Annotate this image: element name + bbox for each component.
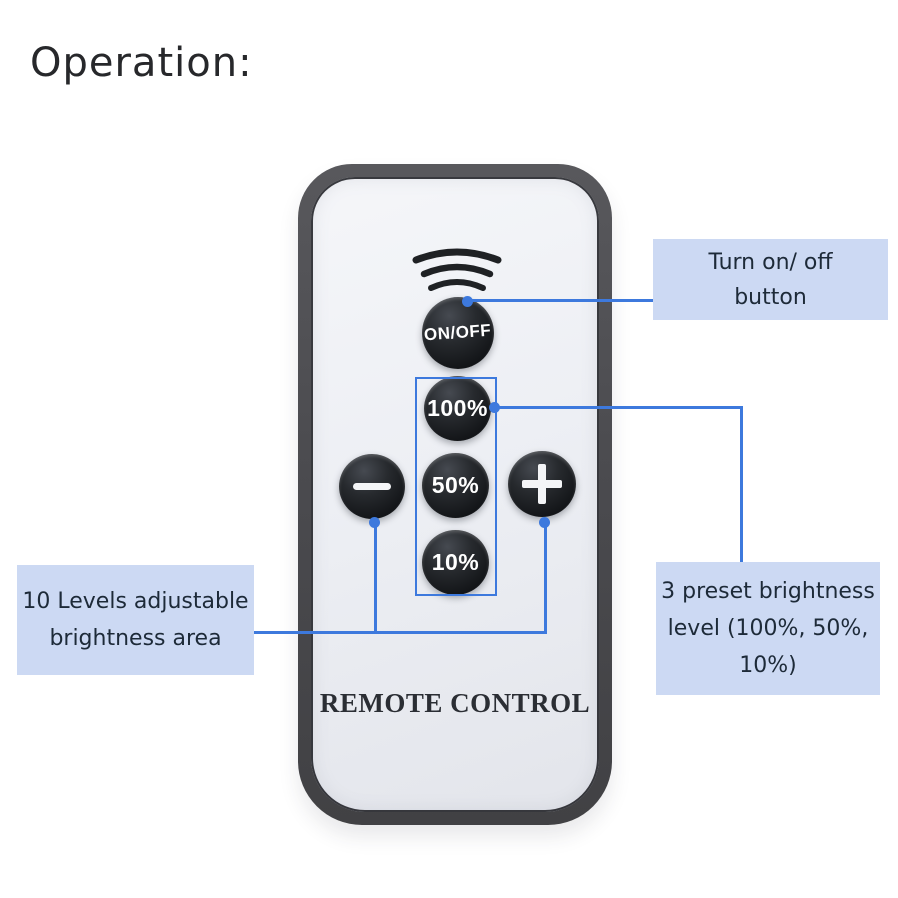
callout-power-line2: button [734,284,807,310]
callout-preset-line2: level (100%, 50%, [667,616,869,641]
power-button: ON/OFF [422,297,494,369]
connector-line-dimming [254,631,547,634]
connector-dot-power [462,296,473,307]
brightness-minus-button [339,454,405,519]
connector-line-preset-vertical [740,406,743,564]
connector-line-plus [544,521,547,634]
ir-signal-icon [412,248,502,291]
callout-power: Turn on/ off button [653,239,888,320]
preset-100-label: 100% [427,395,488,421]
connector-line-preset-horizontal [494,406,743,409]
preset-50-label: 50% [431,472,480,498]
connector-line-power [467,299,657,302]
callout-preset-line3: 10%) [739,653,797,678]
minus-icon [353,483,391,490]
connector-dot-preset [489,402,500,413]
page-title: Operation: [30,40,253,86]
remote-control-body: ON/OFF 100% 50% 10% REMOTE CONTROL [298,164,612,825]
connector-line-minus [374,521,377,634]
callout-power-line1: Turn on/ off [708,249,833,275]
connector-dot-minus [369,517,380,528]
preset-100-button: 100% [424,376,491,441]
connector-dot-plus [539,517,550,528]
preset-10-label: 10% [431,549,480,575]
preset-50-button: 50% [422,453,489,518]
plus-icon [522,464,562,504]
power-button-label: ON/OFF [423,320,493,345]
brightness-plus-button [508,451,576,517]
preset-group-outline [415,377,497,596]
preset-10-button: 10% [422,530,489,595]
callout-dimming-line1: 10 Levels adjustable [22,589,249,614]
callout-dimming-line2: brightness area [49,626,222,651]
callout-dimming: 10 Levels adjustable brightness area [17,565,254,675]
remote-brand-label: REMOTE CONTROL [319,688,591,718]
callout-preset-line1: 3 preset brightness [661,579,875,604]
callout-preset: 3 preset brightness level (100%, 50%, 10… [656,562,880,695]
